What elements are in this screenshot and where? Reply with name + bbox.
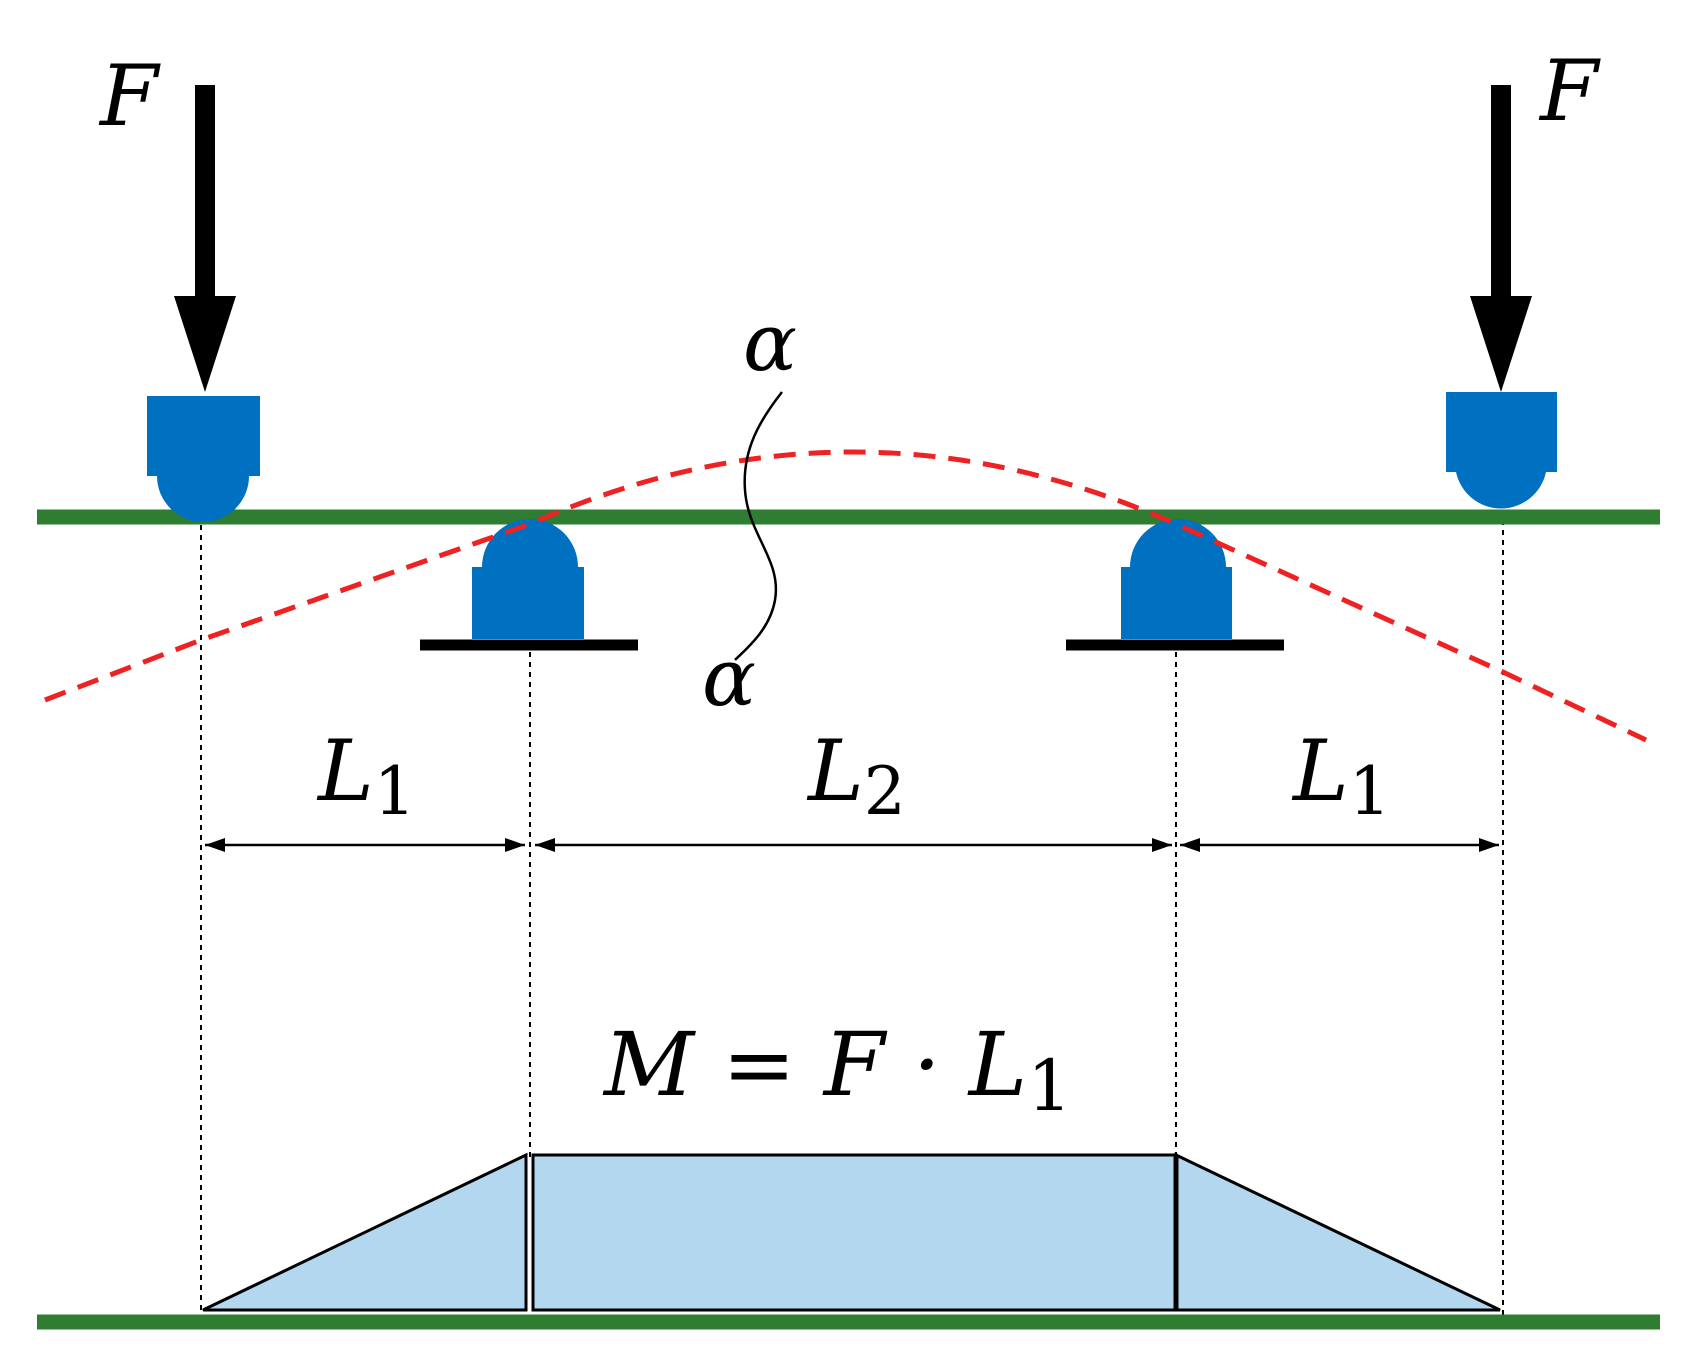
projection-lines (200, 520, 1504, 1315)
moment-equation-rhs: F · L (822, 1013, 1027, 1116)
span-label-l2-main: L (806, 722, 864, 820)
angle-label-top: α (743, 296, 797, 389)
angle-label-bottom: α (702, 631, 756, 724)
force-arrow-left (174, 85, 236, 392)
moment-equation-sub: 1 (1027, 1045, 1072, 1127)
support-right (1066, 519, 1284, 651)
span-label-l1-left-main: L (316, 722, 374, 820)
force-arrow-right-shaft (1491, 85, 1511, 300)
deflection-curve (44, 449, 1648, 743)
span-label-l2: L2 (806, 722, 906, 830)
load-roller-right (1446, 392, 1557, 509)
moment-rectangle-middle (531, 1153, 1178, 1312)
moment-equation-lhs: M (602, 1013, 696, 1116)
load-roller-left (147, 396, 260, 522)
force-arrow-right (1470, 85, 1532, 392)
moment-equation: M = F · L1 (602, 1013, 1072, 1127)
span-label-l1-right: L1 (1291, 722, 1391, 830)
span-label-l1-right-main: L (1291, 722, 1349, 820)
moment-triangle-left (202, 1152, 528, 1312)
force-arrow-right-head (1470, 296, 1532, 392)
support-roller-right (1121, 519, 1232, 639)
force-label-right: F (1538, 42, 1601, 140)
span-label-l1-left-sub: 1 (374, 753, 416, 830)
support-roller-left (472, 519, 584, 639)
force-arrow-left-head (174, 296, 236, 392)
moment-triangle-right (1174, 1152, 1501, 1312)
span-label-l2-sub: 2 (864, 753, 906, 830)
span-label-l1-left: L1 (316, 722, 416, 830)
angle-leader (734, 391, 783, 661)
force-arrow-left-shaft (195, 85, 215, 300)
span-label-l1-right-sub: 1 (1349, 753, 1391, 830)
bending-moment-diagram (202, 1152, 1501, 1312)
moment-equation-equals: = (694, 1013, 824, 1116)
force-label-left: F (98, 47, 161, 145)
support-left (420, 519, 638, 651)
